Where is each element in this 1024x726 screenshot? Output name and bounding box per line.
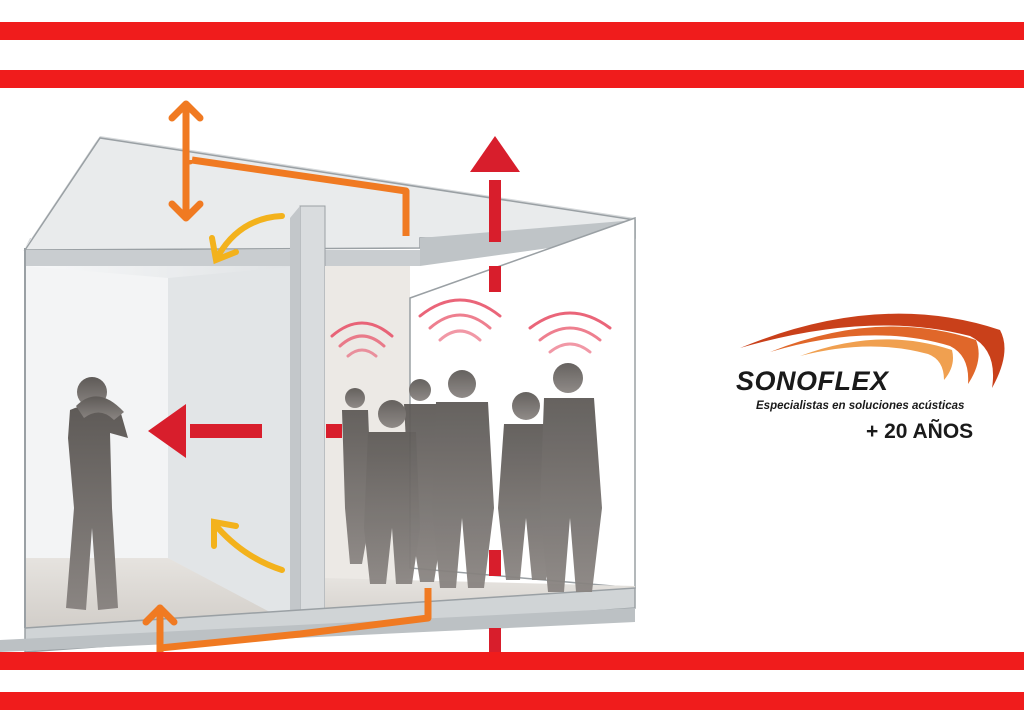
sound-wave-icon [330, 298, 612, 358]
brand-name: SONOFLEX [736, 366, 889, 396]
reflection-arrow-top-icon [209, 213, 285, 265]
partition-wall [290, 205, 326, 635]
acoustic-illustration [0, 100, 636, 652]
orange-double-arrow-icon [168, 100, 204, 222]
top-stripe-outer [0, 22, 1024, 40]
sonoflex-logo: SONOFLEX Especialistas en soluciones acú… [730, 300, 1020, 450]
brand-years: + 20 AÑOS [866, 420, 974, 443]
red-arrow-icon [148, 404, 342, 458]
sonoflex-swoosh-icon [740, 313, 1005, 388]
bottom-stripe-inner [0, 652, 1024, 670]
ceiling-slab [23, 136, 636, 266]
flanking-path [159, 156, 432, 652]
top-stripe-inner [0, 70, 1024, 88]
orange-arrow-bottom-icon [142, 604, 178, 652]
red-arrow-up-icon [470, 136, 520, 652]
listener-silhouette [66, 377, 128, 610]
bottom-stripe-outer [0, 692, 1024, 710]
reflection-arrow-bottom-icon [211, 518, 285, 573]
crowd-silhouettes [342, 363, 602, 592]
brand-tagline: Especialistas en soluciones acústicas [756, 400, 965, 412]
